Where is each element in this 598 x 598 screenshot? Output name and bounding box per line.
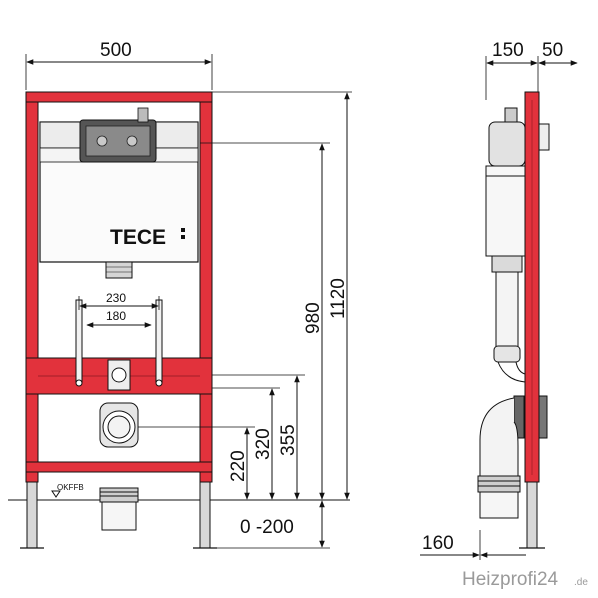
right-foot bbox=[199, 479, 211, 549]
dim-adjust: 0 -200 bbox=[240, 517, 294, 538]
dim-355: 355 bbox=[278, 424, 299, 456]
drain-bend-side bbox=[477, 395, 525, 519]
dim-180: 180 bbox=[106, 309, 126, 323]
dim-320: 320 bbox=[253, 428, 274, 460]
dim-50: 50 bbox=[542, 40, 563, 61]
brand-dot bbox=[181, 235, 185, 239]
dim-160: 160 bbox=[422, 533, 454, 554]
brand-logo: TECE bbox=[110, 226, 166, 249]
drain-pipe-front bbox=[99, 487, 139, 531]
dim-220: 220 bbox=[228, 450, 249, 482]
cistern-side bbox=[485, 107, 526, 273]
drain-bend-front bbox=[99, 402, 139, 448]
watermark-tld: .de bbox=[574, 577, 588, 588]
watermark: Heizprofi24 .de bbox=[462, 569, 588, 590]
floor-ref-label: OKFFB bbox=[57, 483, 84, 492]
dim-1120: 1120 bbox=[328, 278, 349, 319]
flush-pipe-side bbox=[493, 271, 526, 383]
flush-pipe-connector bbox=[105, 261, 133, 279]
front-view: TECE OKFFB bbox=[8, 40, 352, 549]
dim-500: 500 bbox=[100, 40, 132, 61]
flush-housing bbox=[79, 107, 157, 163]
left-foot bbox=[26, 479, 38, 549]
side-foot bbox=[526, 481, 538, 549]
watermark-name: Heizprofi24 bbox=[462, 569, 559, 590]
dim-150: 150 bbox=[492, 40, 524, 61]
dim-230: 230 bbox=[106, 291, 126, 305]
dim-980: 980 bbox=[303, 302, 324, 334]
side-view: 150 50 bbox=[420, 40, 578, 560]
floor-ref-symbol bbox=[51, 490, 61, 498]
